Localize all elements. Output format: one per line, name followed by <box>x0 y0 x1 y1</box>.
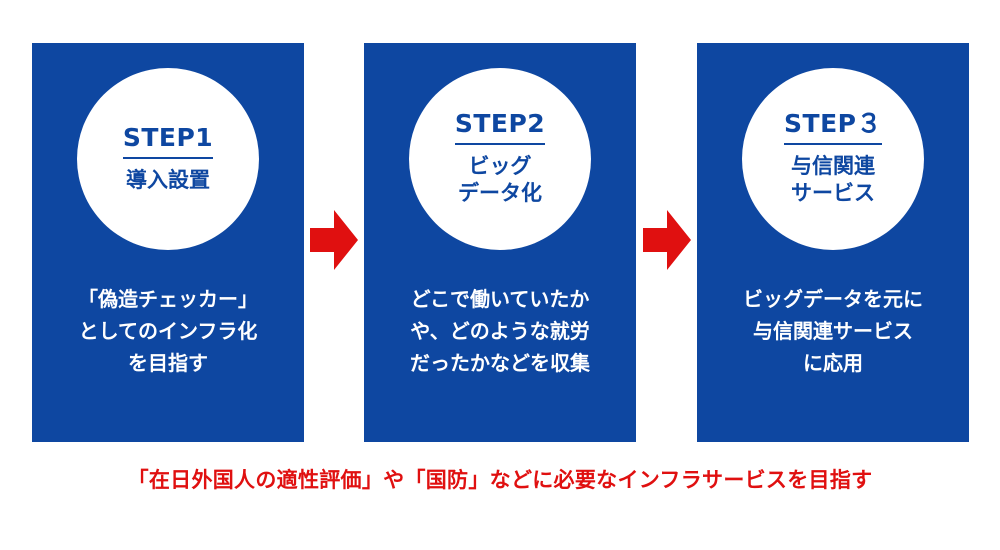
step-description: 「偽造チェッカー」 としてのインフラ化 を目指す <box>78 287 258 375</box>
step-circle-1: STEP1 導入設置 <box>77 68 259 250</box>
step-label: STEP３ <box>784 110 882 146</box>
step-title: 与信関連 サービス <box>791 154 875 206</box>
right-arrow-icon <box>310 210 358 270</box>
step-description: ビッグデータを元に 与信関連サービス に応用 <box>743 287 923 375</box>
step-card-3: STEP３ 与信関連 サービス ビッグデータを元に 与信関連サービス に応用 <box>697 43 969 442</box>
step-label: STEP1 <box>122 123 214 159</box>
step-circle-2: STEP2 ビッグ データ化 <box>409 68 591 250</box>
right-arrow-icon <box>643 210 691 270</box>
step-card-2: STEP2 ビッグ データ化 どこで働いていたか や、どのような就労 だったかな… <box>364 43 636 442</box>
step-description: どこで働いていたか や、どのような就労 だったかなどを収集 <box>410 287 590 375</box>
step-circle-3: STEP３ 与信関連 サービス <box>742 68 924 250</box>
step-label: STEP2 <box>454 110 546 146</box>
step-title: 導入設置 <box>126 167 210 192</box>
footer-goal-text: 「在日外国人の適性評価」や「国防」などに必要なインフラサービスを目指す <box>127 468 873 492</box>
step-card-1: STEP1 導入設置 「偽造チェッカー」 としてのインフラ化 を目指す <box>32 43 304 442</box>
step-title: ビッグ データ化 <box>458 154 542 206</box>
